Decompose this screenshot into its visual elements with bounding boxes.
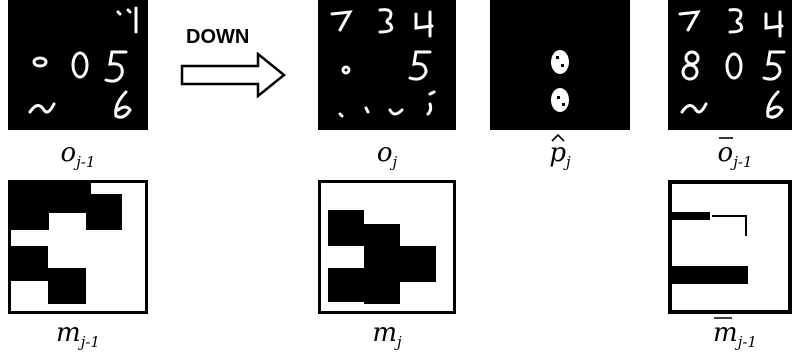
right-arrow-icon	[180, 52, 288, 98]
m-prev-image	[8, 180, 148, 314]
bar-accent: m	[713, 317, 738, 348]
p-hat-image	[490, 0, 630, 130]
hat-accent: p	[549, 134, 566, 168]
down-operation-label: DOWN	[186, 26, 250, 48]
o-prev-image	[8, 0, 148, 130]
bar-accent: o	[717, 137, 734, 168]
p-hat-label: p j	[485, 134, 635, 171]
o-bar-label: o j-1	[717, 137, 753, 172]
m-cur-label: mj	[372, 318, 402, 352]
m-prev-label: mj-1	[56, 318, 100, 352]
o-bar-image	[668, 0, 792, 130]
m-cur-image	[318, 180, 456, 314]
o-prev-label: oj-1	[60, 138, 96, 172]
m-bar-image	[668, 180, 792, 314]
m-bar-label: m j-1	[713, 317, 757, 352]
o-cur-image	[318, 0, 456, 130]
o-cur-label: oj	[376, 138, 398, 172]
